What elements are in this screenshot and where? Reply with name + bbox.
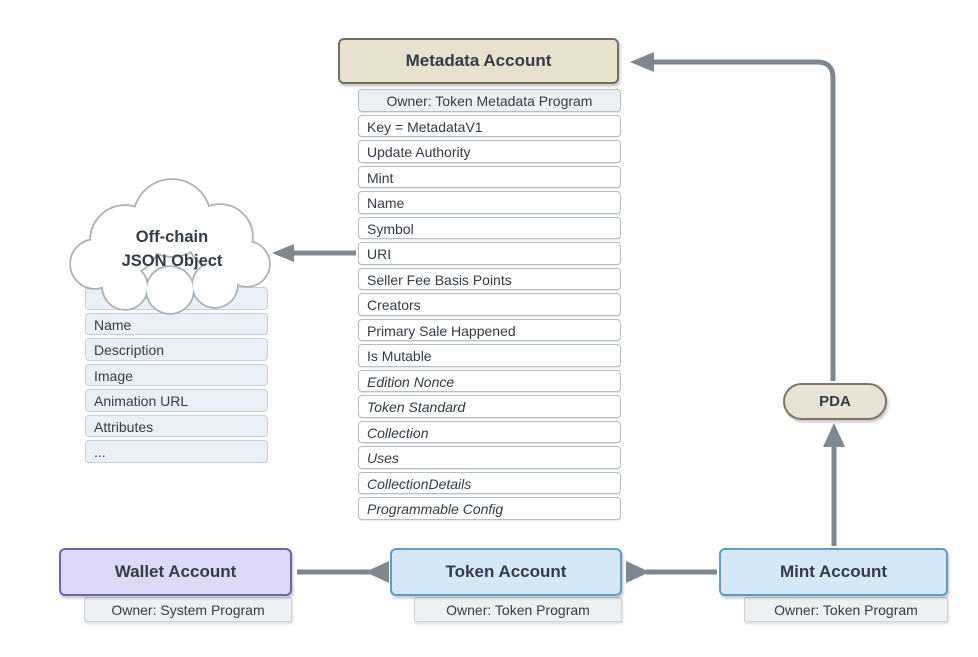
metadata-row-symbol: Symbol	[358, 216, 621, 239]
metadata-row-creators: Creators	[358, 293, 621, 316]
wallet-account-box: Wallet Account	[59, 548, 292, 596]
offchain-row-animation-url: Animation URL	[85, 389, 268, 412]
token-account-title: Token Account	[445, 562, 567, 581]
arrow-token-to-mint	[626, 561, 717, 583]
mint-owner-row: Owner: Token Program	[744, 597, 948, 622]
metadata-row-uri: URI	[358, 242, 621, 265]
metadata-row-update-authority: Update Authority	[358, 140, 621, 163]
metadata-row-uses: Uses	[358, 446, 621, 469]
offchain-row-description: Description	[85, 338, 268, 361]
offchain-cloud-label: Off-chain JSON Object	[92, 225, 252, 273]
metadata-row-mint: Mint	[358, 165, 621, 188]
metadata-row-primary-sale-happened: Primary Sale Happened	[358, 318, 621, 341]
arrow-token-to-wallet	[297, 561, 389, 583]
mint-account-box: Mint Account	[719, 548, 948, 596]
offchain-row-ellipsis: ...	[85, 440, 268, 463]
mint-account-title: Mint Account	[779, 562, 888, 581]
token-account-box: Token Account	[390, 548, 622, 596]
offchain-row-blank	[85, 287, 268, 310]
pda-label: PDA	[819, 393, 851, 410]
metadata-row-seller-fee-basis-points: Seller Fee Basis Points	[358, 267, 621, 290]
token-owner-row: Owner: Token Program	[414, 597, 622, 622]
offchain-row-name: Name	[85, 312, 268, 335]
metadata-row-collection-details: CollectionDetails	[358, 471, 621, 494]
offchain-cloud-label-line1: Off-chain	[135, 228, 209, 246]
metadata-row-owner: Owner: Token Metadata Program	[358, 89, 621, 112]
metadata-row-collection: Collection	[358, 420, 621, 443]
metadata-row-token-standard: Token Standard	[358, 395, 621, 418]
offchain-row-image: Image	[85, 363, 268, 386]
wallet-account-title: Wallet Account	[114, 562, 237, 581]
metadata-row-key: Key = MetadataV1	[358, 114, 621, 137]
offchain-row-attributes: Attributes	[85, 414, 268, 437]
offchain-json-field-list: Name Description Image Animation URL Att…	[85, 287, 268, 466]
metadata-row-is-mutable: Is Mutable	[358, 344, 621, 367]
metadata-row-programmable-config: Programmable Config	[358, 497, 621, 520]
metadata-account-title: Metadata Account	[405, 51, 552, 70]
arrow-pda-to-metadata	[630, 52, 836, 381]
offchain-cloud-label-line2: JSON Object	[121, 252, 223, 270]
metadata-row-edition-nonce: Edition Nonce	[358, 369, 621, 392]
metadata-account-box: Metadata Account	[338, 38, 619, 84]
arrow-mint-to-pda	[823, 423, 845, 546]
metadata-account-field-list: Owner: Token Metadata Program Key = Meta…	[358, 89, 621, 523]
pda-pill: PDA	[783, 383, 887, 420]
wallet-owner-row: Owner: System Program	[84, 597, 292, 622]
metadata-row-name: Name	[358, 191, 621, 214]
arrow-uri-to-offchain	[272, 244, 356, 262]
